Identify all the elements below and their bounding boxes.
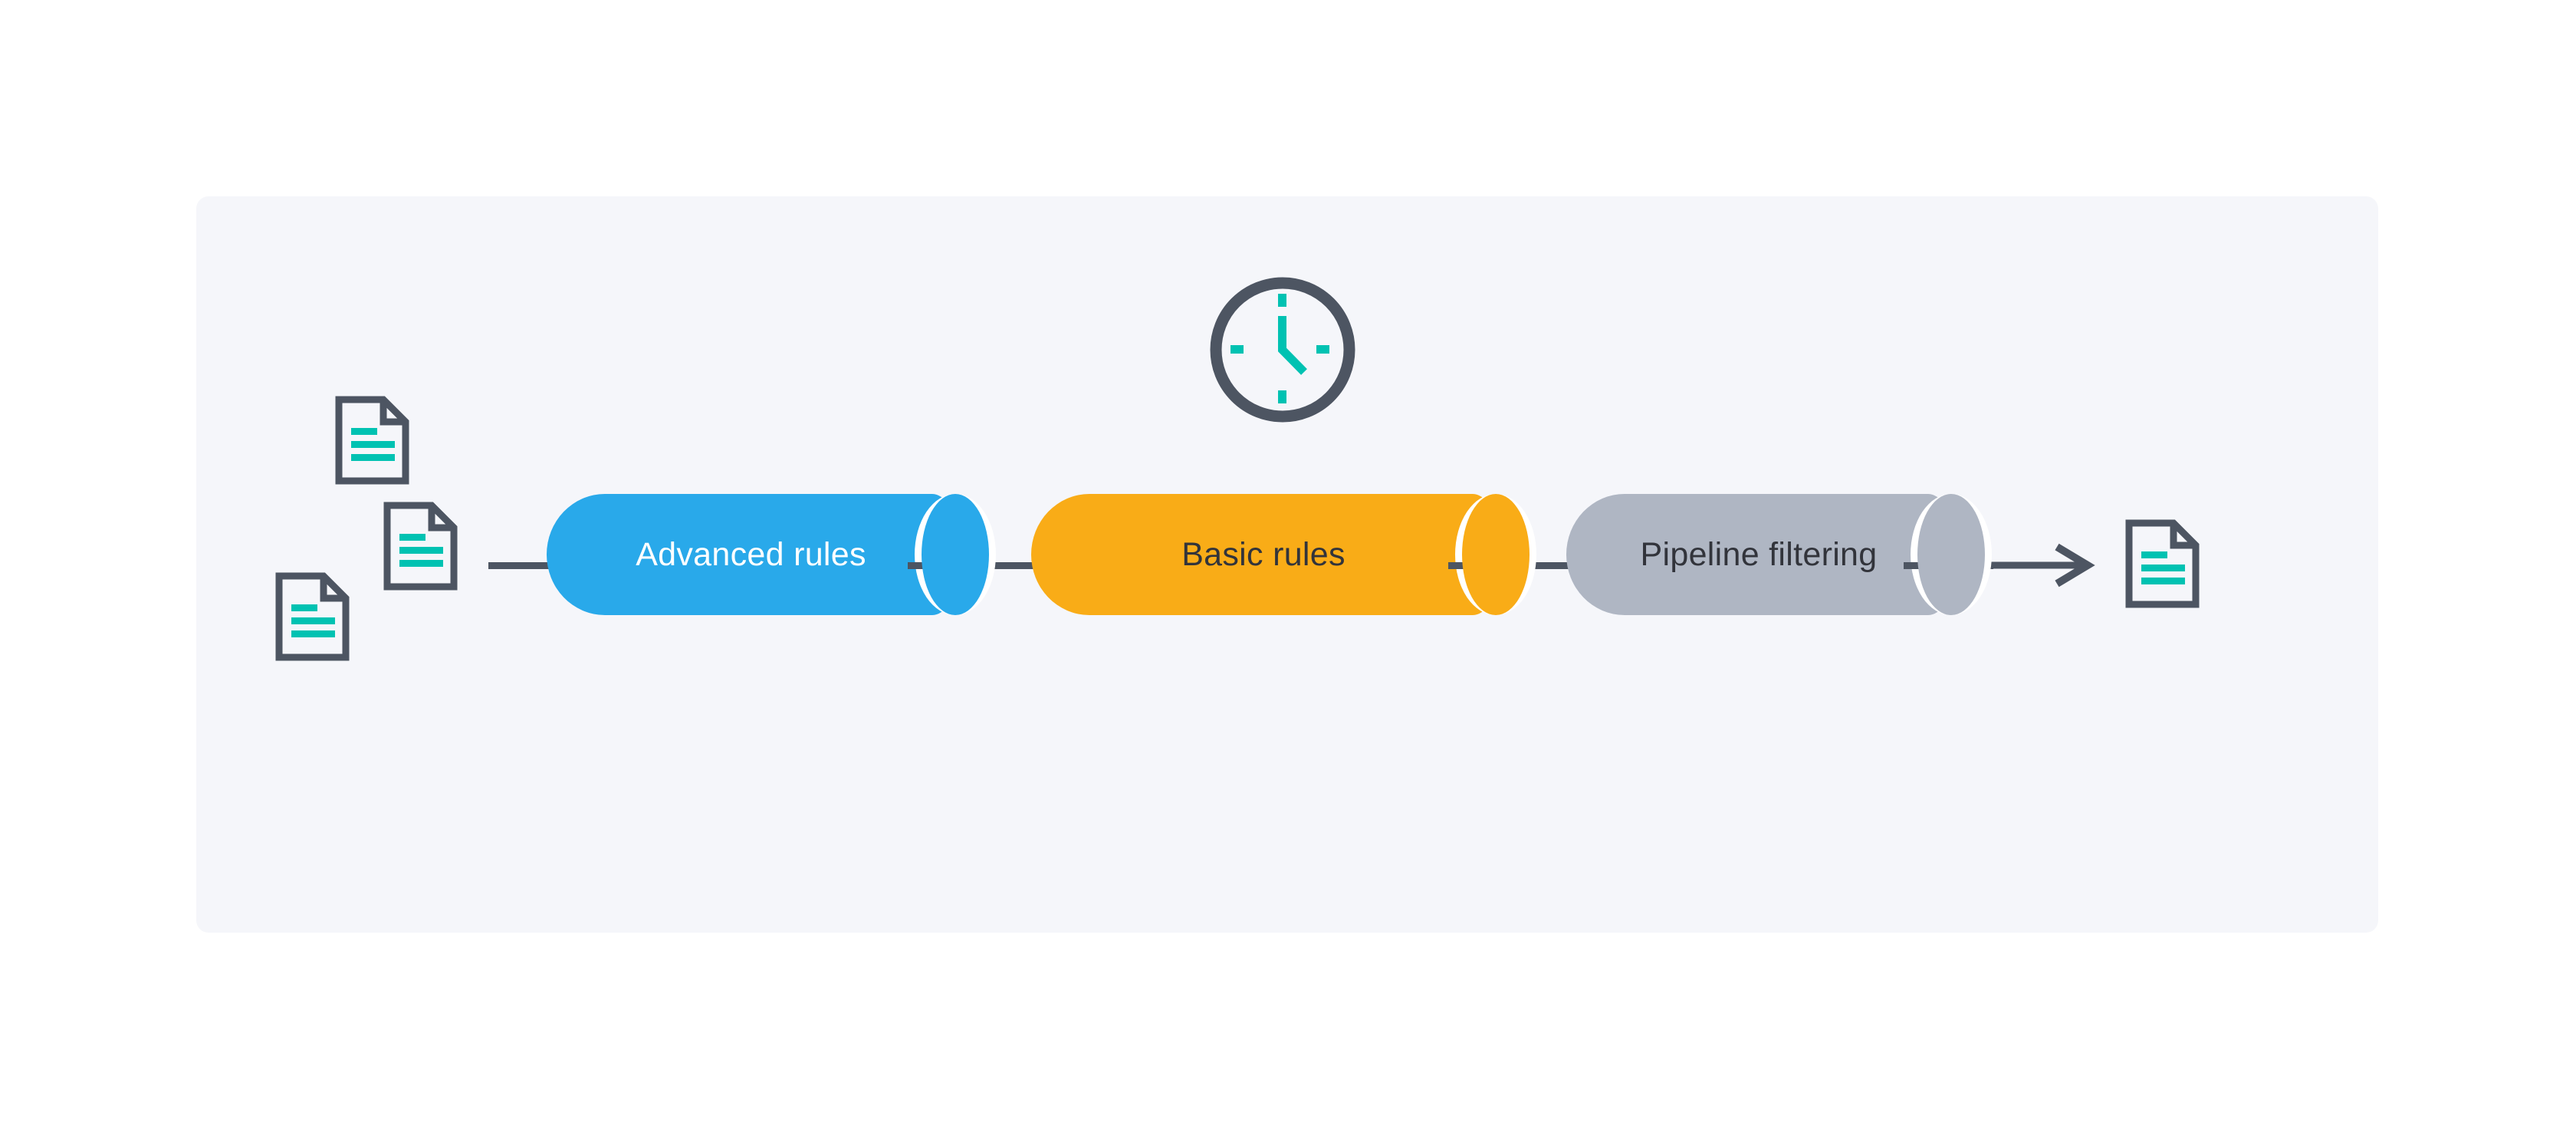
document-text-line <box>291 630 335 637</box>
stage-label: Pipeline filtering <box>1640 535 1878 573</box>
clock-tick-3 <box>1316 345 1329 354</box>
output-document-icon <box>2125 519 2200 608</box>
arrow-right-icon <box>1982 543 2095 588</box>
cylinder-end-cap <box>1917 494 1985 615</box>
document-text-line <box>291 604 317 611</box>
arrow-head <box>2055 543 2095 588</box>
stage-pipeline-filtering: Pipeline filtering <box>1566 494 1992 615</box>
document-text-line <box>2141 578 2185 584</box>
document-text-line <box>399 534 426 541</box>
clock-tick-9 <box>1230 345 1244 354</box>
document-text-line <box>351 454 395 461</box>
input-document-icon-3 <box>275 572 350 661</box>
input-document-icon-2 <box>383 502 458 591</box>
cylinder-body <box>547 494 955 615</box>
document-text-line <box>399 560 443 567</box>
cylinder-body <box>1031 494 1496 615</box>
document-outline <box>383 502 458 591</box>
clock-face <box>1210 277 1355 423</box>
document-outline <box>335 396 409 485</box>
document-text-line <box>291 617 335 624</box>
document-text-line <box>2141 564 2185 571</box>
stage-advanced-rules: Advanced rules <box>547 494 996 615</box>
stage-basic-rules: Basic rules <box>1031 494 1536 615</box>
input-document-icon-1 <box>335 396 409 485</box>
document-outline <box>2125 519 2200 608</box>
cylinder-end-cap <box>922 494 989 615</box>
stage-label: Advanced rules <box>636 535 866 573</box>
flow-line-dash <box>1904 562 1925 569</box>
document-fold <box>380 400 406 426</box>
flow-line-dash <box>1448 562 1470 569</box>
clock-tick-6 <box>1278 390 1286 403</box>
document-outline <box>275 572 350 661</box>
cylinder-body <box>1566 494 1951 615</box>
flow-line-dash <box>908 562 929 569</box>
cylinder-end-cap <box>1462 494 1530 615</box>
clock-icon <box>1210 277 1355 423</box>
document-text-line <box>399 547 443 554</box>
document-fold <box>320 576 346 602</box>
clock-tick-12 <box>1278 294 1286 307</box>
document-text-line <box>351 441 395 448</box>
stage-label: Basic rules <box>1181 535 1346 573</box>
document-text-line <box>351 428 377 435</box>
document-fold <box>2170 523 2196 549</box>
clock-hands <box>1278 316 1307 375</box>
document-text-line <box>2141 551 2167 558</box>
document-fold <box>428 505 454 532</box>
